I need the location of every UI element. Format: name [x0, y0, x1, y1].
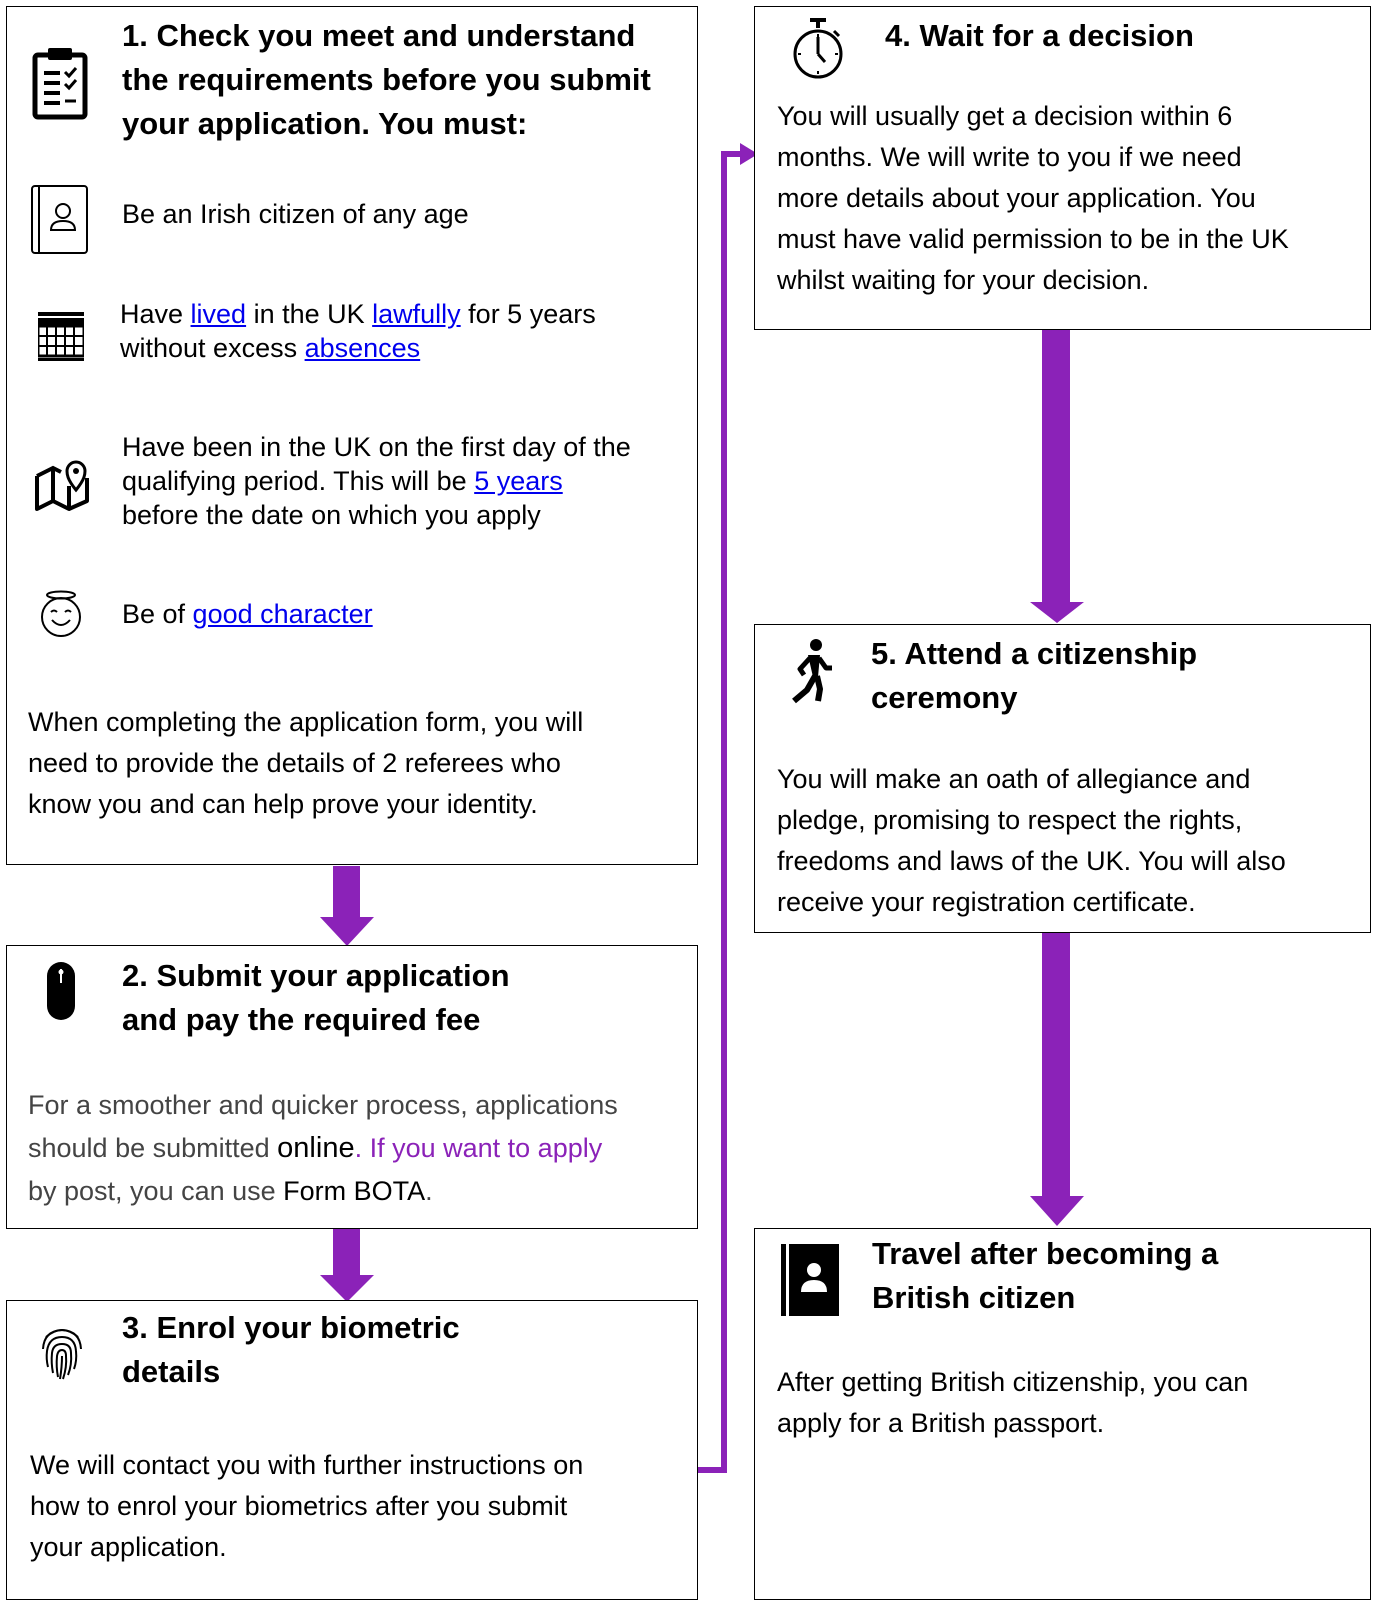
req2-text: without excess: [120, 333, 305, 363]
passport-contact-icon: [781, 1244, 839, 1321]
step3-title: 3. Enrol your biometric details: [122, 1306, 682, 1394]
arrow-step5-to-step6: [1030, 933, 1084, 1226]
step5-box: [754, 624, 1371, 933]
calendar-icon: [36, 312, 86, 367]
step4-box: [754, 6, 1371, 330]
fingerprint-icon: [40, 1323, 84, 1386]
req3-line: before the date on which you apply: [122, 500, 541, 530]
connector-step3-to-step4: [698, 143, 758, 1473]
step6-body-line: After getting British citizenship, you c…: [777, 1367, 1249, 1397]
map-pin-icon: [34, 460, 92, 517]
req2-text: Have: [120, 299, 191, 329]
step5-body-line: receive your registration certificate.: [777, 887, 1196, 917]
step3-body-line: your application.: [30, 1532, 227, 1562]
step2-body: For a smoother and quicker process, appl…: [28, 1084, 688, 1213]
step2-body-text: . If you want to apply: [354, 1133, 603, 1163]
step1-body: When completing the application form, yo…: [28, 702, 688, 825]
step1-title: 1. Check you meet and understand the req…: [122, 14, 692, 146]
step3-title-line: details: [122, 1354, 221, 1389]
step3-body-line: how to enrol your biometrics after you s…: [30, 1491, 568, 1521]
step6-body-line: apply for a British passport.: [777, 1408, 1105, 1438]
step1-box: [6, 6, 698, 865]
step4-title: 4. Wait for a decision: [885, 18, 1194, 53]
req2-text: in the UK: [246, 299, 373, 329]
requirement-good-character: Be of good character: [122, 597, 373, 631]
step2-title: 2. Submit your application and pay the r…: [122, 954, 682, 1042]
requirement-first-day: Have been in the UK on the first day of …: [122, 430, 692, 532]
step2-box: [6, 945, 698, 1229]
link-5-years[interactable]: 5 years: [474, 466, 563, 496]
req3-text: qualifying period. This will be: [122, 466, 475, 496]
step2-title-line: 2. Submit your application: [122, 958, 510, 993]
step3-title-line: 3. Enrol your biometric: [122, 1310, 460, 1345]
link-form-bota[interactable]: Form BOTA: [283, 1176, 426, 1206]
step6-title-line: British citizen: [872, 1280, 1076, 1315]
req4-text: Be of: [122, 599, 193, 629]
step3-box: [6, 1300, 698, 1600]
requirement-irish-citizen: Be an Irish citizen of any age: [122, 199, 469, 229]
link-good-character[interactable]: good character: [192, 599, 373, 629]
step1-title-line: the requirements before you submit: [122, 62, 651, 97]
arrow-step4-to-step5: [1030, 330, 1084, 623]
arrow-step2-to-step3: [320, 1229, 374, 1302]
link-lived[interactable]: lived: [190, 299, 247, 329]
step3-body-line: We will contact you with further instruc…: [30, 1450, 584, 1480]
requirement-lived-lawfully: Have lived in the UK lawfully for 5 year…: [120, 297, 680, 365]
step5-title: 5. Attend a citizenship ceremony: [871, 632, 1351, 720]
clipboard-checklist-icon: [32, 46, 88, 125]
angel-smile-icon: [38, 590, 84, 643]
req2-text: for 5 years: [460, 299, 596, 329]
step4-body-line: more details about your application. You: [777, 183, 1256, 213]
step5-body-line: freedoms and laws of the UK. You will al…: [777, 846, 1286, 876]
step2-title-line: and pay the required fee: [122, 1002, 481, 1037]
step2-body-text: .: [425, 1176, 433, 1206]
step2-body-line: For a smoother and quicker process, appl…: [28, 1090, 618, 1120]
step4-body-line: must have valid permission to be in the …: [777, 224, 1289, 254]
step6-body: After getting British citizenship, you c…: [777, 1362, 1367, 1444]
step4-body: You will usually get a decision within 6…: [777, 96, 1367, 301]
step1-body-line: know you and can help prove your identit…: [28, 789, 538, 819]
step1-body-line: When completing the application form, yo…: [28, 707, 584, 737]
contact-book-icon: [30, 184, 90, 261]
step3-body: We will contact you with further instruc…: [30, 1445, 690, 1568]
walking-person-icon: [788, 637, 836, 712]
step6-title-line: Travel after becoming a: [872, 1236, 1219, 1271]
step1-body-line: need to provide the details of 2 referee…: [28, 748, 561, 778]
link-online[interactable]: online: [277, 1132, 355, 1164]
req3-line: Have been in the UK on the first day of …: [122, 432, 631, 462]
step4-body-line: months. We will write to you if we need: [777, 142, 1242, 172]
step5-title-line: 5. Attend a citizenship: [871, 636, 1198, 671]
step5-body: You will make an oath of allegiance and …: [777, 759, 1367, 923]
step4-body-line: You will usually get a decision within 6: [777, 101, 1233, 131]
step2-body-text: by post, you can use: [28, 1176, 284, 1206]
step5-body-line: pledge, promising to respect the rights,: [777, 805, 1243, 835]
step1-title-line: 1. Check you meet and understand: [122, 18, 636, 53]
link-lawfully[interactable]: lawfully: [372, 299, 461, 329]
step6-title: Travel after becoming a British citizen: [872, 1232, 1352, 1320]
step4-body-line: whilst waiting for your decision.: [777, 265, 1150, 295]
step5-body-line: You will make an oath of allegiance and: [777, 764, 1251, 794]
arrow-step1-to-step2: [320, 866, 374, 946]
link-absences[interactable]: absences: [304, 333, 421, 363]
computer-mouse-icon: [44, 959, 78, 1028]
stopwatch-icon: [790, 17, 846, 86]
step5-title-line: ceremony: [871, 680, 1018, 715]
step2-body-text: should be submitted: [28, 1133, 278, 1163]
step1-title-line: your application. You must:: [122, 106, 528, 141]
